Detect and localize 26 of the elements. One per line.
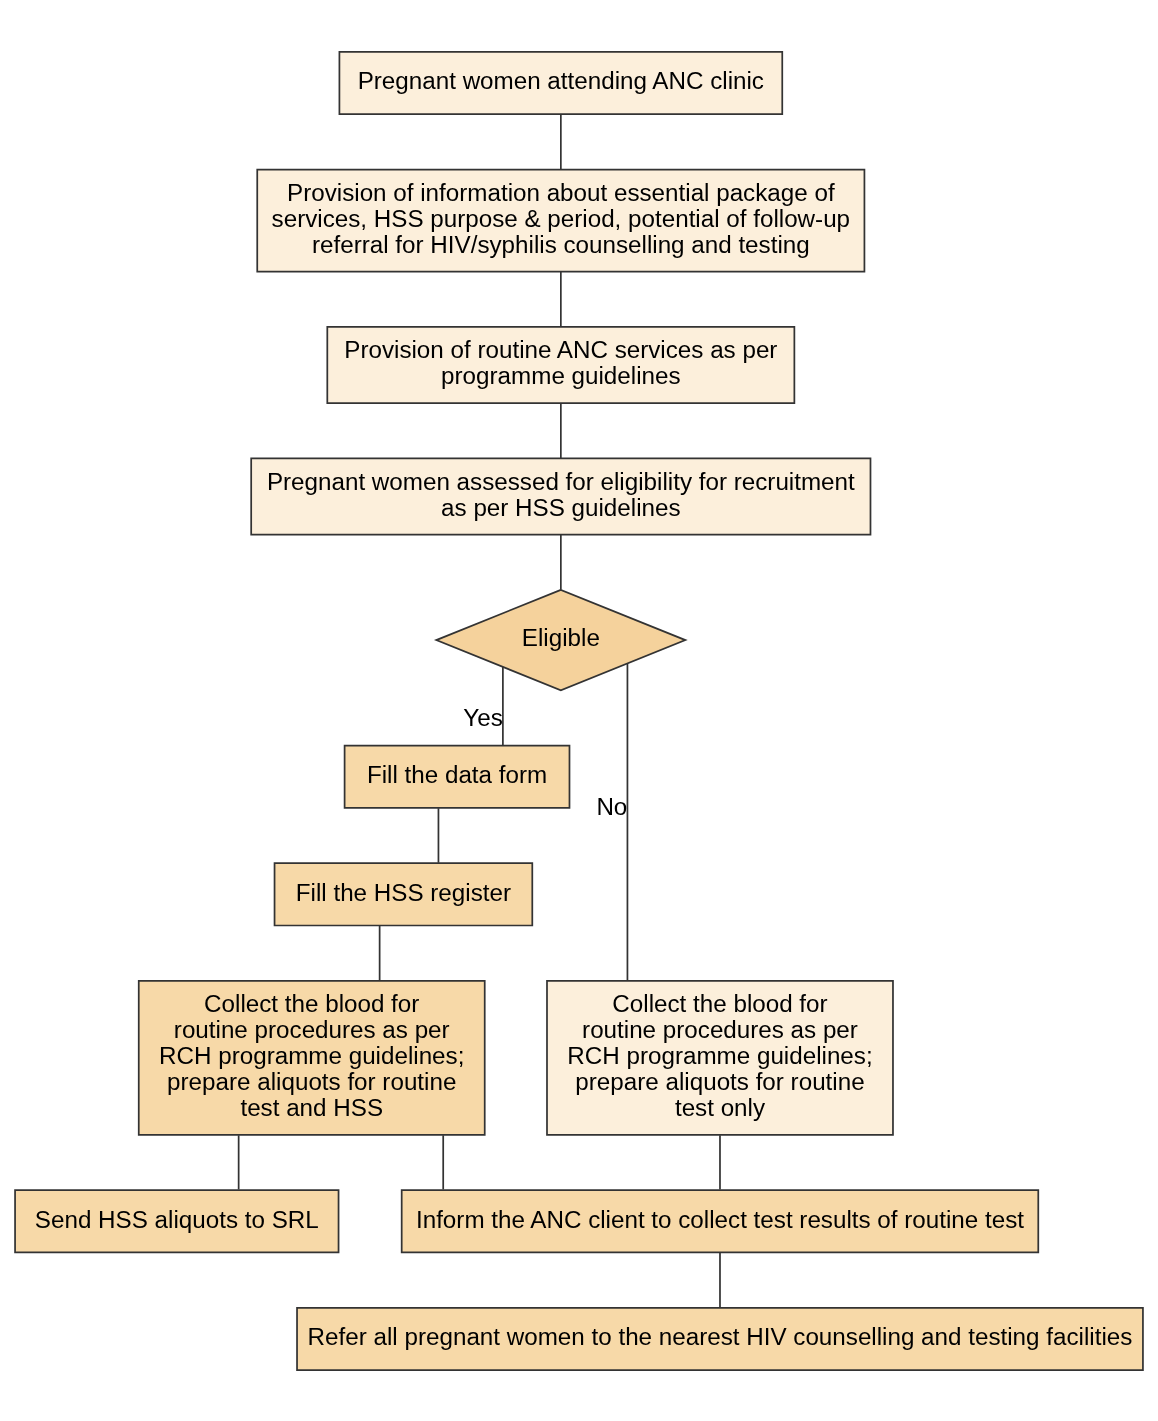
node-diamond: Eligible bbox=[433, 588, 688, 691]
edge-label: No bbox=[596, 792, 628, 820]
node-box: Provision of information about essential package of services, HSS purpose & period, potential of follow-up referral for HIV/syphilis counselling and testing bbox=[256, 168, 866, 272]
node-box: Send HSS aliquots to SRL bbox=[14, 1188, 340, 1253]
connector bbox=[626, 662, 629, 981]
connector bbox=[378, 924, 381, 981]
node-box: Provision of routine ANC services as per programme guidelines bbox=[326, 325, 796, 404]
connector bbox=[719, 1251, 721, 1308]
node-box: Inform the ANC client to collect test results of routine test bbox=[400, 1188, 1040, 1253]
connector bbox=[437, 806, 440, 864]
connector bbox=[719, 1133, 721, 1190]
node-box: Fill the data form bbox=[343, 744, 571, 809]
node-box: Pregnant women assessed for eligibility for recruitment as per HSS guidelines bbox=[250, 457, 872, 535]
node-box: Collect the blood for routine procedures as per RCH programme guidelines; prepare aliquots for routine test and HSS bbox=[137, 979, 486, 1136]
connector bbox=[442, 1133, 445, 1190]
node-box: Pregnant women attending ANC clinic bbox=[338, 50, 784, 115]
connector bbox=[559, 533, 562, 590]
node-box: Collect the blood for routine procedures as per RCH programme guidelines; prepare aliquots for routine test only bbox=[546, 979, 894, 1136]
edge-label: Yes bbox=[463, 703, 503, 731]
connector bbox=[502, 665, 504, 746]
connector bbox=[559, 270, 562, 327]
node-box: Refer all pregnant women to the nearest HIV counselling and testing facilities bbox=[296, 1306, 1144, 1371]
connector bbox=[559, 402, 562, 459]
connector bbox=[559, 112, 562, 170]
node-box: Fill the HSS register bbox=[273, 861, 534, 926]
connector bbox=[237, 1133, 240, 1190]
